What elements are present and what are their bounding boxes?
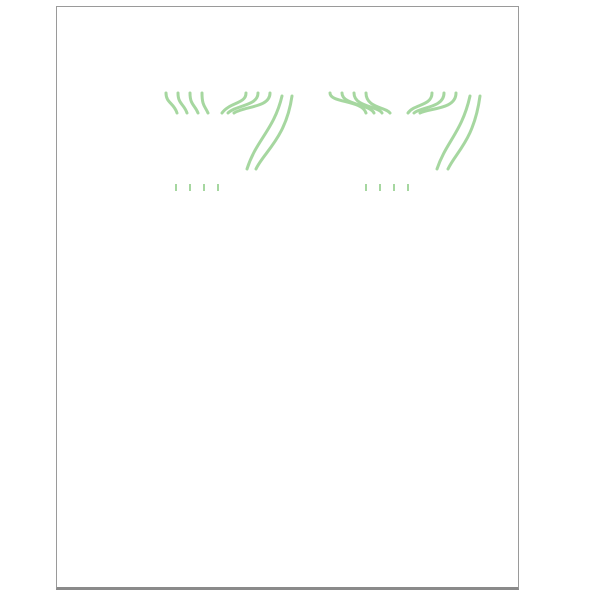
pcb-board-outline [56,6,519,590]
